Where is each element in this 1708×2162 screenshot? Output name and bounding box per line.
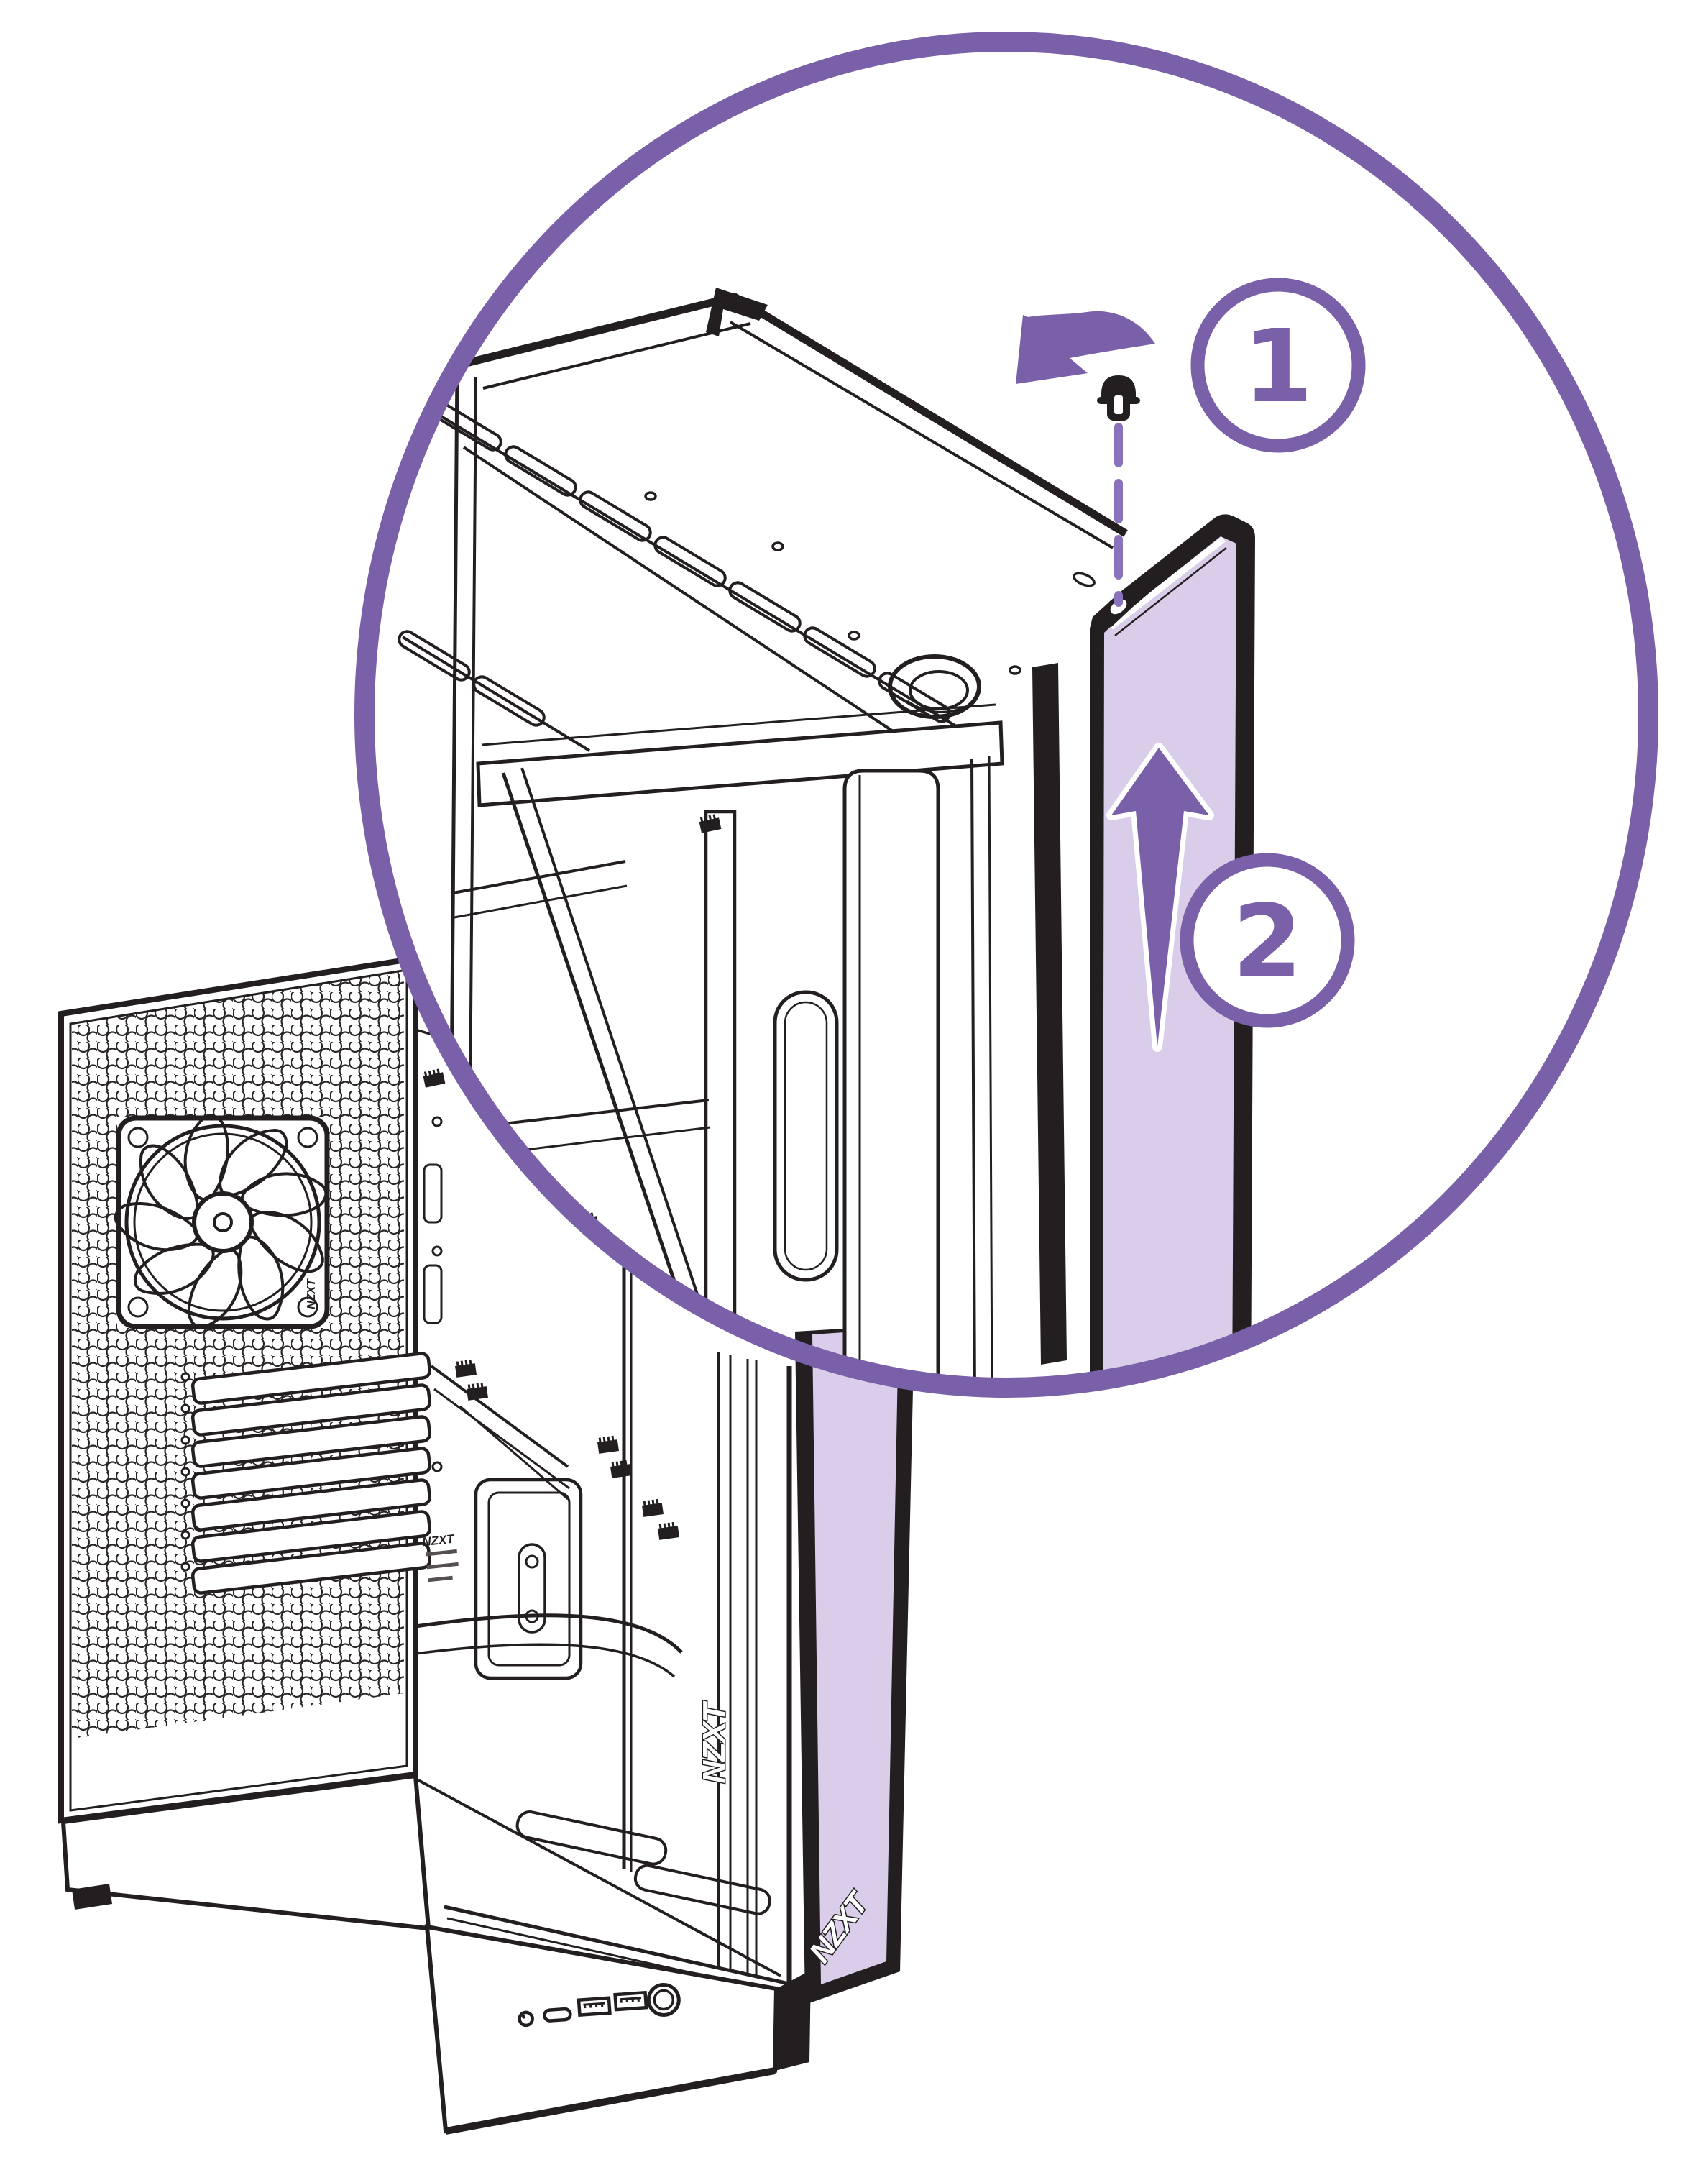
magnifier-circle (354, 32, 1658, 1398)
usb-c-icon (543, 2007, 572, 2023)
usb-a-icon-2 (613, 1990, 648, 2012)
nzxt-logo-frame: NZXT (697, 1700, 732, 1783)
usb-a-icon (577, 1996, 612, 2017)
zoom-window-frame (446, 663, 1067, 1378)
audio-jack-icon (518, 2010, 534, 2028)
power-button-icon (646, 1982, 681, 2017)
step-1-badge: 1 (1190, 278, 1366, 453)
svg-text:NZXT: NZXT (421, 1532, 456, 1549)
front-frame-edges: NZXT (696, 1352, 792, 1993)
zoom-case-top (398, 288, 1128, 1108)
magnified-view (398, 288, 1255, 1378)
step-1-number: 1 (1243, 308, 1313, 426)
nzxt-logo-fan: NZXT (306, 1278, 318, 1309)
psu-label: NZXT (421, 1532, 459, 1582)
mesh-perforations (72, 971, 404, 1739)
step-2-badge: 2 (1180, 853, 1355, 1028)
case-base (60, 1773, 811, 2135)
pci-slot-covers (180, 1352, 432, 1595)
rotate-counterclockwise-arrow (1016, 311, 1155, 384)
front-panel-strip: NZXT (795, 1324, 914, 2005)
step-2-number: 2 (1232, 884, 1302, 1001)
vent-slots (398, 400, 951, 752)
case-fan: NZXT (114, 1114, 330, 1329)
thumbscrew-icon (1097, 375, 1140, 421)
lift-arrow (1106, 743, 1214, 1052)
pc-case: NZXT (58, 955, 900, 2135)
io-ports (518, 1982, 681, 2028)
fan-blades (114, 1114, 328, 1329)
